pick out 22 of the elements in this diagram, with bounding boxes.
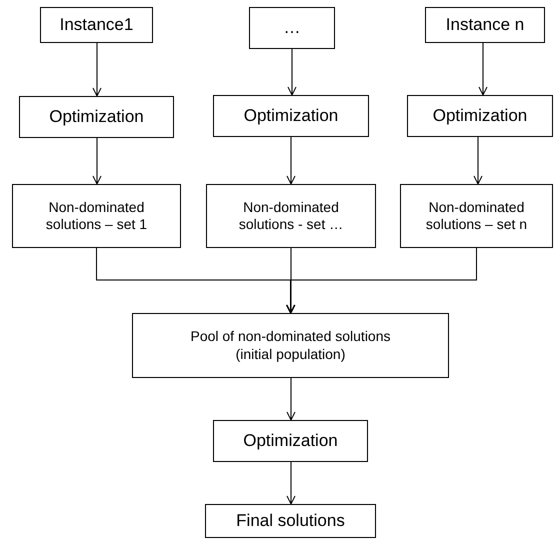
arrow — [286, 462, 296, 504]
process-box: Non-dominated solutions – set 1 — [12, 184, 181, 248]
process-box: Instance n — [425, 7, 545, 43]
arrow — [286, 248, 296, 314]
process-box: Optimization — [213, 420, 368, 462]
process-box: Non-dominated solutions - set … — [206, 184, 376, 248]
arrow — [288, 48, 296, 96]
process-box: Pool of non-dominated solutions (initial population) — [132, 313, 449, 378]
process-box: Optimization — [407, 95, 553, 137]
process-box: Optimization — [19, 96, 174, 138]
arrow — [478, 42, 488, 96]
arrow — [92, 42, 102, 96]
process-box: Optimization — [213, 95, 369, 137]
process-box: Non-dominated solutions – set n — [400, 184, 553, 248]
process-box: Final solutions — [205, 504, 376, 538]
arrow — [286, 248, 477, 314]
arrow — [286, 378, 296, 420]
arrow — [474, 136, 482, 184]
arrow — [92, 138, 102, 184]
process-box: … — [249, 7, 335, 49]
process-box: Instance1 — [40, 7, 153, 43]
arrow — [286, 136, 296, 184]
